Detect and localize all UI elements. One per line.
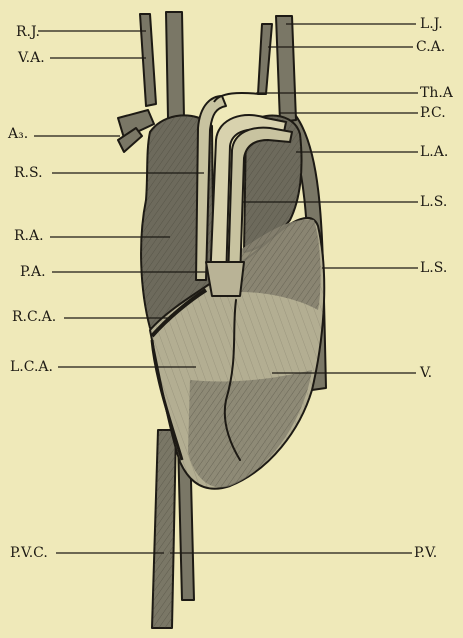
label-a3: A₃. [7,126,28,142]
carotid-artery [258,24,272,94]
right-jugular [166,12,184,118]
label-pa: P.A. [20,264,46,280]
label-ls2: L.S. [420,260,447,276]
label-pvc: P.V.C. [10,545,48,561]
label-va: V.A. [17,50,45,66]
label-pc: P.C. [420,105,446,121]
left-jugular [276,16,296,122]
label-pv: P.V. [414,545,437,561]
label-rs: R.S. [14,165,43,181]
label-rca: R.C.A. [12,309,56,325]
posterior-vena-cava-shade [152,430,176,628]
label-lca: L.C.A. [10,359,53,375]
label-la: L.A. [420,144,448,160]
label-lj: L.J. [420,16,443,32]
label-v: V. [419,365,432,381]
truncus-base [206,262,244,296]
vertebral-artery [140,14,156,106]
label-ra: R.A. [14,228,44,244]
label-ls1: L.S. [420,194,447,210]
label-rj: R.J. [16,24,40,40]
label-tha: Th.A [420,85,454,101]
label-ca: C.A. [416,39,445,55]
